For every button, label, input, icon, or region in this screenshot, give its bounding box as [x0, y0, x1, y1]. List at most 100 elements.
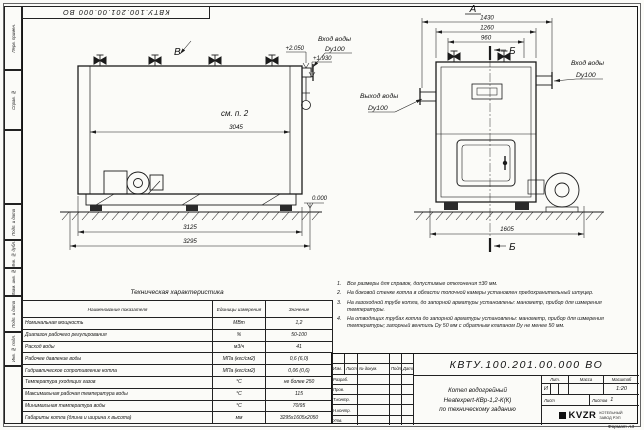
spec-cell: %	[212, 328, 266, 342]
note-text: Все размеры для справок, допустимые откл…	[347, 281, 498, 287]
role-prov: Пров.	[332, 384, 358, 395]
spec-header: Наименование показателя	[22, 300, 213, 318]
spec-cell: Габариты котла (длина и ширина х высота)	[22, 411, 213, 425]
spec-cell: °С	[212, 399, 266, 413]
spec-cell: МПа (кгс/см2)	[212, 352, 266, 366]
dimensions-side	[69, 130, 311, 250]
dim-label-1605: 1605	[500, 226, 514, 233]
outlet-water-label: Выход воды	[360, 92, 398, 100]
revision-row	[332, 354, 413, 365]
company-subtitle: КОТЕЛЬНЫЙ ЗАВОД РЭП	[599, 410, 623, 420]
inlet-pipe-front	[535, 72, 553, 89]
dim-label-1430: 1430	[480, 15, 494, 22]
dimensions-front	[421, 18, 585, 238]
furnace-door	[456, 139, 516, 187]
lit-label: Лит.	[542, 376, 569, 383]
sheets-value: 1	[610, 397, 614, 403]
role-row: Пров.	[332, 384, 413, 396]
spec-cell: 3295х1605х2050	[265, 411, 333, 425]
view-b-label: В	[174, 47, 181, 58]
leaders-front	[368, 13, 603, 113]
note-number: 2.	[337, 290, 342, 297]
signature-header-row: Изм. Лист № докум. Подп. Дата	[332, 364, 413, 375]
safety-fitting	[301, 100, 311, 110]
stamp-inv-dubl: Инв. № дубл.	[4, 240, 22, 268]
spec-cell: Температура уходящих газов	[22, 375, 213, 389]
table-row: Диапазон рабочего регулирования%50-100	[22, 328, 333, 342]
spec-title: Техническая характеристика	[130, 289, 224, 296]
spec-cell: 0,6 (6,0)	[265, 352, 333, 366]
ground-line-front	[414, 211, 604, 221]
note-number: 1.	[337, 281, 342, 287]
dim-label-3295: 3295	[183, 238, 197, 245]
view-a-label: А	[469, 4, 477, 15]
elevation-label: +1.930	[313, 56, 332, 62]
outlet-pipe-front	[419, 88, 437, 105]
top-valves-front	[447, 50, 511, 63]
spec-cell: Рабочее давление воды	[22, 352, 213, 366]
note-item: 2.На боковой стенке котла в области топо…	[337, 290, 634, 297]
outlet-dn-label: Dy100	[368, 105, 388, 112]
title-block: Изм. Лист № докум. Подп. Дата Разраб. Пр…	[331, 353, 639, 425]
stamp-inv-podl: Инв. № подл.	[4, 332, 22, 366]
outer-border	[3, 3, 641, 427]
inlet-water-label-side: Вход воды	[318, 35, 351, 43]
dim-label-960: 960	[481, 35, 492, 42]
see-note-label: см. п. 2	[221, 109, 249, 118]
inlet-water-label-front: Вход воды	[571, 59, 604, 67]
mass-label: Масса	[569, 376, 604, 383]
section-b-label-bottom: Б	[509, 242, 516, 253]
mass-value	[569, 384, 604, 394]
leaders-side	[179, 40, 352, 68]
logo-square-icon	[558, 412, 566, 419]
col-data: Дата	[403, 366, 413, 372]
note-number: 3.	[337, 299, 342, 306]
company-name: KVZR	[568, 410, 597, 421]
inlet-dn-label-front: Dy100	[576, 72, 596, 79]
elevation-zero-label: 0.000	[312, 196, 328, 202]
role-tkontr: Т.контр.	[332, 395, 358, 405]
role-nkontr: Н.контр.	[332, 405, 358, 415]
product-name: Котел водогрейный Heatexpert-КВр-1,2-К(К…	[414, 376, 542, 425]
title-block-doc-number: КВТУ.100.201.00.000 ВО	[414, 354, 639, 376]
notes-list: 1. Все размеры для справок, допустимые от…	[337, 281, 634, 333]
spec-cell: не более 250	[265, 375, 333, 389]
note-number: 4.	[337, 316, 342, 323]
scale-label: Масштаб	[611, 377, 632, 382]
spec-cell: МПа (кгс/см2)	[212, 364, 266, 377]
burner-unit	[103, 170, 164, 195]
note-text: На отводящих трубах котла до запорной ар…	[347, 316, 604, 330]
role-row: Н.контр.	[332, 405, 413, 416]
support-foot	[444, 202, 458, 210]
front-view	[368, 13, 604, 252]
spec-cell: Расход воды	[22, 340, 213, 354]
stamp-podp-data-2: Подп. и дата	[4, 296, 22, 332]
role-row: Разраб.	[332, 374, 413, 385]
spec-section: Техническая характеристика Наименование …	[22, 287, 333, 425]
col-list: Лист	[345, 364, 358, 374]
spec-cell: Максимальная рабочая температура воды	[22, 387, 213, 401]
boiler-body-front	[435, 61, 537, 210]
spec-cell: 50-100	[265, 328, 333, 342]
inlet-pipe-side	[301, 64, 314, 110]
role-utv: Утв.	[332, 415, 358, 425]
role-row: Т.контр.	[332, 395, 413, 406]
dim-label-3125: 3125	[183, 224, 197, 231]
elevation-marks-side	[286, 51, 332, 212]
table-row: Габариты котла (длина и ширина х высота)…	[22, 411, 333, 425]
spec-cell: МВт	[212, 317, 266, 330]
note-item: 4. На отводящих трубах котла до запорной …	[337, 316, 634, 330]
dim-label-1260: 1260	[480, 25, 494, 32]
spec-cell: Диапазон рабочего регулирования	[22, 328, 213, 342]
stamp-sprav-no: Справ. №	[4, 70, 22, 130]
top-rotated-doc-number: КВТУ.100.201.00.000 ВО	[22, 6, 210, 19]
